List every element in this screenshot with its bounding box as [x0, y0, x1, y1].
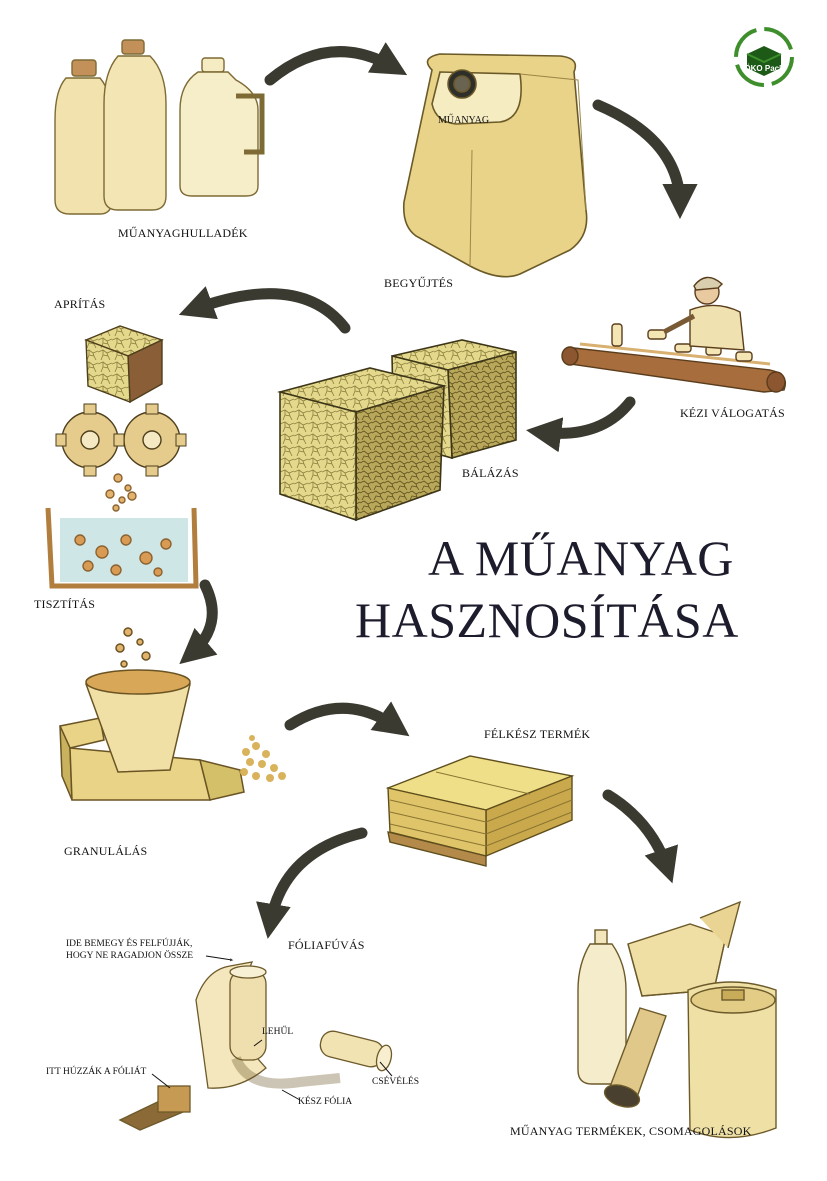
arrow-8 [256, 827, 368, 939]
granulator [58, 627, 286, 801]
collection-container [402, 53, 588, 278]
note-kesz-folia: KÉSZ FÓLIA [298, 1097, 353, 1107]
label-begyujtes: BEGYŰJTÉS [384, 276, 454, 290]
shredding [55, 325, 187, 477]
plastic-bottles [54, 39, 265, 215]
logo-text: ÖKO Pack [744, 64, 784, 73]
arrow-1 [264, 42, 408, 86]
label-foliafuvas: FÓLIAFÚVÁS [288, 938, 365, 952]
label-apritas: APRÍTÁS [54, 297, 106, 311]
title-line2: HASZNOSÍTÁSA [355, 592, 739, 648]
bales [276, 339, 517, 522]
note-ide-line2: HOGY NE RAGADJON ÖSSZE [66, 951, 194, 961]
arrow-5 [179, 579, 218, 665]
arrow-7 [602, 789, 679, 884]
title-line1: A MŰANYAG [428, 530, 734, 586]
sorting-conveyor [561, 276, 787, 393]
note-csevelés: CSÉVÉLÉS [372, 1077, 419, 1087]
note-ide-line1: IDE BEMEGY ÉS FELFÚJJÁK, [66, 939, 193, 949]
film-blowing [118, 961, 393, 1131]
arrow-2 [592, 99, 698, 220]
label-termekek: MŰANYAG TERMÉKEK, CSOMAGOLÁSOK [510, 1124, 752, 1138]
container-label: MŰANYAG [438, 114, 489, 126]
label-muanyaghulladek: MŰANYAGHULLADÉK [118, 226, 248, 240]
semi-finished-stack [385, 755, 575, 867]
note-lehul: LEHŰL [262, 1027, 294, 1037]
cleaning-tank [45, 473, 199, 589]
arrow-4 [178, 286, 351, 334]
arrow-6 [284, 701, 410, 737]
note-pointers [151, 955, 393, 1101]
label-tisztitas: TISZTÍTÁS [34, 597, 96, 611]
label-felkesz-termek: FÉLKÉSZ TERMÉK [484, 727, 591, 741]
label-granulalas: GRANULÁLÁS [64, 844, 148, 858]
note-itt: ITT HÚZZÁK A FÓLIÁT [46, 1067, 147, 1077]
flow-arrows [178, 42, 698, 939]
oko-pack-logo: ÖKO Pack [734, 27, 794, 87]
label-kezi-valogatas: KÉZI VÁLOGATÁS [680, 406, 785, 420]
arrow-3 [526, 396, 636, 453]
label-balazas: BÁLÁZÁS [462, 466, 519, 480]
plastic-products [577, 900, 777, 1139]
